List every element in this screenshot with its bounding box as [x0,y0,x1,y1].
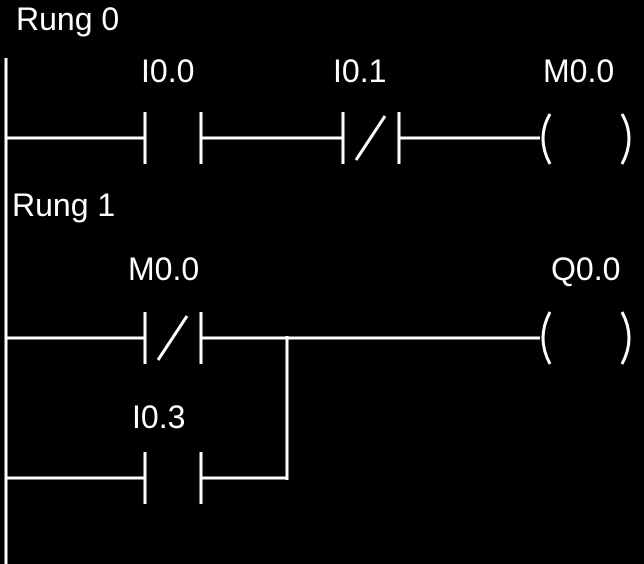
contact-tag: I0.1 [333,53,386,89]
coil-tag: Q0.0 [551,251,620,287]
coil-right-paren [620,113,631,165]
normally-closed-contact: M0.0 [128,251,203,364]
contact-slash [156,315,189,361]
coil-left-paren [541,113,552,165]
normally-open-contact: I0.0 [141,53,203,164]
rung-label: Rung 0 [16,1,119,37]
normally-open-contact: I0.3 [132,399,203,504]
contact-tag: I0.0 [141,53,194,89]
rung-0: Rung 0 I0.0 I0.1 M0.0 [6,1,631,165]
contact-slash [354,115,387,161]
rung-label: Rung 1 [12,187,115,223]
normally-closed-contact: I0.1 [333,53,401,164]
coil-tag: M0.0 [543,53,614,89]
output-coil: M0.0 [541,53,631,165]
coil-left-paren [541,311,552,365]
coil-right-paren [620,311,631,365]
rung-1: Rung 1 M0.0 I0.3 Q0.0 [6,187,631,504]
contact-tag: I0.3 [132,399,185,435]
output-coil: Q0.0 [541,251,631,365]
contact-tag: M0.0 [128,251,199,287]
